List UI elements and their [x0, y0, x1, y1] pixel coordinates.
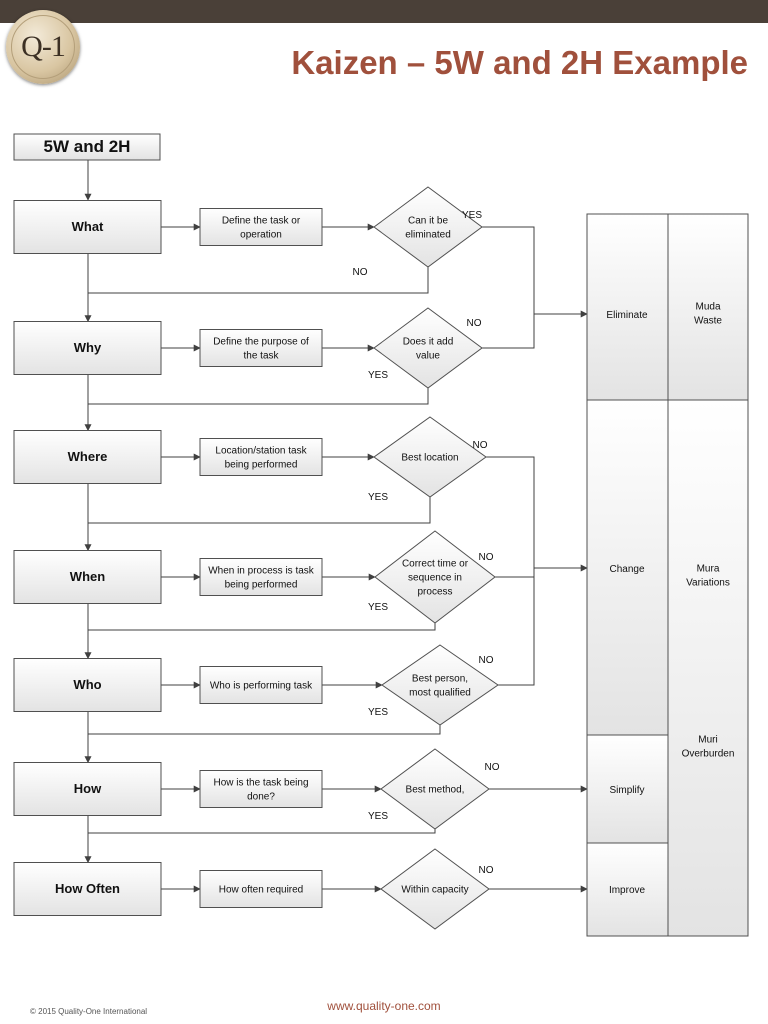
description-label-5: done? [247, 792, 275, 803]
return-line [88, 725, 441, 735]
question-box-0 [13, 200, 162, 254]
description-box-4 [199, 666, 323, 704]
decision-label-4: Best person, [412, 674, 468, 685]
decision-label-2: Best location [401, 453, 458, 464]
exit-label-3: NO [479, 552, 494, 563]
decision-diamond-1 [373, 307, 483, 389]
description-box-0 [199, 208, 323, 246]
waste-label-1: Variations [686, 578, 730, 589]
action-label-0: Eliminate [606, 310, 648, 321]
decision-label-3: sequence in [408, 573, 462, 584]
back-label-1: YES [368, 370, 388, 381]
decision-label-0: eliminated [405, 230, 451, 241]
description-label-1: Define the purpose of [213, 337, 309, 348]
back-label-3: YES [368, 602, 388, 613]
decision-label-6: Within capacity [401, 885, 468, 896]
decision-label-0: Can it be [408, 216, 448, 227]
action-box-3 [586, 842, 669, 937]
decision-diamond-0 [373, 186, 483, 268]
exit-label-5: NO [485, 762, 500, 773]
decision-label-3: Correct time or [402, 559, 469, 570]
question-label-0: What [72, 219, 104, 234]
question-label-4: Who [73, 677, 101, 692]
return-line [88, 829, 436, 834]
description-label-2: being performed [225, 460, 298, 471]
action-label-2: Simplify [609, 785, 644, 796]
decision-diamond-3 [374, 530, 496, 624]
website-link[interactable]: www.quality-one.com [327, 999, 441, 1013]
question-label-2: Where [68, 449, 108, 464]
copyright-text: © 2015 Quality-One International [30, 1007, 148, 1016]
decision-diamond-4 [381, 644, 499, 726]
exit-label-4: NO [479, 655, 494, 666]
question-box-1 [13, 321, 162, 375]
exit-label-6: NO [479, 865, 494, 876]
action-label-3: Improve [609, 885, 646, 896]
question-label-5: How [74, 781, 102, 796]
exit-label-2: NO [473, 440, 488, 451]
decision-label-1: Does it add [403, 337, 454, 348]
back-label-4: YES [368, 707, 388, 718]
description-label-3: When in process is task [208, 566, 315, 577]
question-label-3: When [70, 569, 105, 584]
description-label-0: Define the task or [222, 216, 301, 227]
decision-diamond-6 [380, 848, 490, 930]
back-label-2: YES [368, 492, 388, 503]
action-box-2 [586, 734, 669, 844]
description-label-2: Location/station task [215, 446, 307, 457]
description-box-2 [199, 438, 323, 476]
action-label-1: Change [609, 564, 644, 575]
exit-line [482, 226, 535, 349]
description-box-1 [199, 329, 323, 367]
question-box-3 [13, 550, 162, 604]
description-box-5 [199, 770, 323, 808]
description-label-1: the task [243, 351, 279, 362]
header-box [13, 133, 161, 161]
decision-label-1: value [416, 351, 440, 362]
decision-label-5: Best method, [406, 785, 465, 796]
exit-line [486, 456, 535, 686]
back-label-0: NO [353, 267, 368, 278]
waste-label-2: Muri [698, 735, 717, 746]
question-box-4 [13, 658, 162, 712]
company-logo: Q-1 [6, 10, 80, 84]
description-label-0: operation [240, 230, 282, 241]
exit-label-0: YES [462, 210, 482, 221]
description-label-5: How is the task being [213, 778, 308, 789]
waste-label-0: Muda [695, 302, 720, 313]
question-label-1: Why [74, 340, 102, 355]
question-box-2 [13, 430, 162, 484]
decision-diamond-5 [380, 748, 490, 830]
return-line [88, 267, 429, 294]
description-box-3 [199, 558, 323, 596]
decision-label-4: most qualified [409, 688, 471, 699]
waste-label-0: Waste [694, 316, 722, 327]
logo-text: Q-1 [11, 15, 75, 79]
waste-label-1: Mura [697, 564, 720, 575]
question-box-5 [13, 762, 162, 816]
return-line [88, 497, 431, 524]
decision-diamond-2 [373, 416, 487, 498]
question-label-6: How Often [55, 881, 120, 896]
header-box-label: 5W and 2H [44, 137, 131, 156]
return-line [88, 623, 436, 631]
question-box-6 [13, 862, 162, 916]
waste-box-1 [667, 399, 749, 937]
top-bar [0, 0, 768, 23]
decision-label-3: process [417, 587, 452, 598]
waste-box-0 [667, 213, 749, 401]
description-label-3: being performed [225, 580, 298, 591]
description-box-6 [199, 870, 323, 908]
description-label-4: Who is performing task [210, 681, 313, 692]
exit-label-1: NO [467, 318, 482, 329]
action-box-0 [586, 213, 669, 401]
waste-label-2: Overburden [682, 749, 735, 760]
return-line [88, 388, 429, 405]
back-label-5: YES [368, 811, 388, 822]
page-title: Kaizen – 5W and 2H Example [291, 44, 748, 81]
description-label-6: How often required [219, 885, 304, 896]
